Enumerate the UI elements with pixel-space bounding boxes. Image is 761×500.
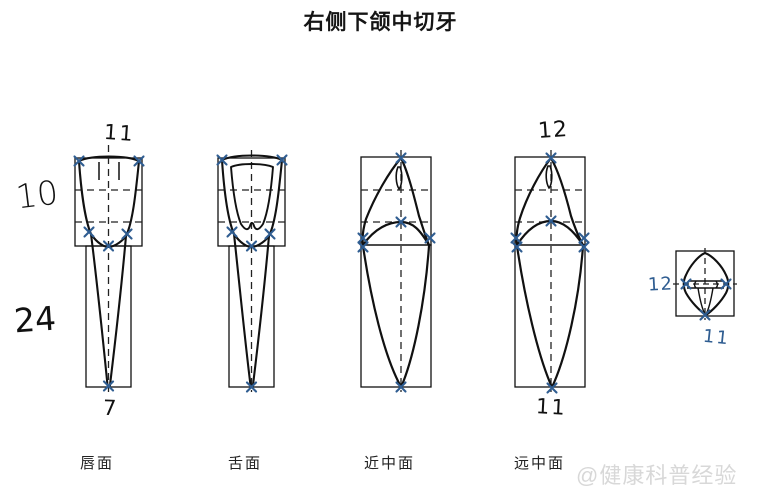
mesial-root-apex xyxy=(398,384,404,388)
caption-distal-view: 远中面 xyxy=(514,456,566,472)
labial-root-apex xyxy=(106,383,112,388)
mesial-root-lingual-edge xyxy=(400,244,431,387)
caption-labial-view: 唇面 xyxy=(80,456,115,472)
lingual-xmark-cej-distal xyxy=(264,228,276,240)
lingual-crown-box xyxy=(217,157,286,247)
view-mesial xyxy=(357,150,436,393)
caption-lingual-view: 舌面 xyxy=(228,456,263,472)
mesial-xmark-cej-labial xyxy=(357,232,369,244)
mesial-root-labial-edge xyxy=(361,244,402,387)
view-labial xyxy=(73,145,145,392)
mesial-crown-box xyxy=(360,156,432,246)
distal-xmark-cervix-labial xyxy=(511,241,523,253)
distal-root-apex xyxy=(549,384,555,389)
distal-xmark-cervix-lingual xyxy=(578,241,590,253)
distal-root-labial-edge xyxy=(515,244,553,387)
lingual-root-box xyxy=(228,245,275,388)
lingual-crown-outline xyxy=(220,154,284,249)
annotation-crown-height-left: 10 xyxy=(13,172,61,217)
mesial-xmark-cervix-labial xyxy=(357,241,369,253)
mesial-xmark-incisal xyxy=(395,152,407,164)
incisal-xmark-mesial xyxy=(680,278,692,290)
distal-xmark-cej-lingual xyxy=(578,232,590,244)
incisal-fossa-line-right xyxy=(705,287,714,315)
view-lingual xyxy=(216,150,288,393)
incisal-box xyxy=(675,250,735,317)
labial-xmark-cej-mesial xyxy=(83,226,95,238)
lingual-xmark-cervical-line xyxy=(245,240,258,252)
labial-root-mesial-edge xyxy=(89,232,109,387)
mesial-xmark-cervical-crest xyxy=(395,216,407,228)
view-incisal xyxy=(673,248,737,321)
mesial-incisal-ridge-mark xyxy=(395,166,403,191)
distal-root-box xyxy=(514,244,586,388)
lingual-xmark-cej-mesial xyxy=(226,226,238,238)
labial-xmark-cej-distal xyxy=(121,228,133,240)
lingual-root-distal-edge xyxy=(251,234,271,387)
distal-root-lingual-edge xyxy=(551,244,585,387)
labial-crown-box xyxy=(74,157,143,247)
distal-xmark-cervical-crest xyxy=(545,215,557,227)
lingual-xmark-apex xyxy=(245,381,258,393)
labial-xmark-apex xyxy=(102,380,115,392)
page-title: 右侧下颌中切牙 xyxy=(303,10,458,34)
labial-crown-outline xyxy=(77,155,141,249)
distal-lingual-contour xyxy=(549,156,585,247)
labial-root-distal-edge xyxy=(108,234,128,387)
lingual-fossa-outline xyxy=(230,163,274,231)
caption-mesial-view: 近中面 xyxy=(364,456,416,472)
annotation-labial-root-width: 7 xyxy=(102,395,117,421)
annotation-distal-crown-bottom: 11 xyxy=(535,394,568,420)
annotation-distal-crown-top: 12 xyxy=(537,116,569,145)
incisal-ridge-cap-right xyxy=(715,280,719,289)
incisal-fossa-line-left xyxy=(697,287,706,315)
incisal-xmark-lingual xyxy=(699,309,711,321)
labial-xmark-cervical-line xyxy=(102,240,115,252)
mesial-cervical-line xyxy=(361,220,431,247)
lingual-root-mesial-edge xyxy=(232,232,252,387)
incisal-ridge-cap-left xyxy=(693,280,697,289)
incisal-xmark-distal xyxy=(720,278,732,290)
lingual-root-apex xyxy=(249,384,255,388)
distal-xmark-apex xyxy=(546,382,558,394)
mesial-xmark-cej-lingual xyxy=(424,232,436,244)
watermark-handle: @健康科普经验 xyxy=(576,463,738,488)
distal-crown-box xyxy=(514,156,586,246)
distal-incisal-ridge-mark xyxy=(545,165,553,190)
annotation-incisal-mesiodistal: 11 xyxy=(701,325,731,350)
distal-labial-contour xyxy=(515,156,553,247)
lingual-xmark-incisal-mesial xyxy=(216,154,228,166)
incisal-outline xyxy=(682,251,730,317)
mesial-xmark-apex xyxy=(395,381,407,393)
labial-root-box xyxy=(85,245,132,388)
distal-xmark-cej-labial xyxy=(510,232,522,244)
labial-xmark-incisal-mesial xyxy=(73,155,85,167)
mesial-root-box xyxy=(360,244,432,388)
distal-cervical-line xyxy=(515,219,585,247)
annotation-labial-crown-width: 11 xyxy=(103,119,136,147)
annotation-incisal-labiolingual: 12 xyxy=(647,273,674,296)
annotation-root-length-left: 24 xyxy=(12,298,58,341)
labial-xmark-incisal-distal xyxy=(133,155,145,167)
view-distal xyxy=(510,150,590,394)
lingual-xmark-incisal-distal xyxy=(276,154,288,166)
mesial-lingual-contour xyxy=(399,156,431,247)
distal-xmark-incisal xyxy=(545,152,557,164)
mesial-labial-contour xyxy=(361,156,403,247)
